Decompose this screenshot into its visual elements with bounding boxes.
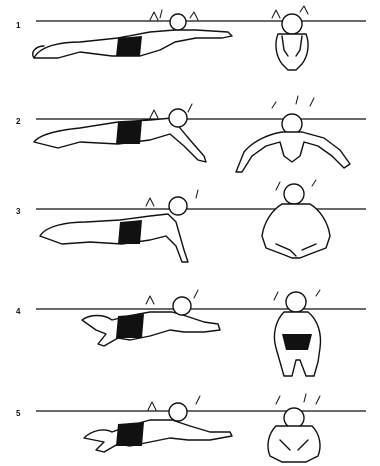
stage-5-number: 5: [16, 409, 21, 418]
stage-2-front-view: [236, 96, 350, 172]
stage-5-front-view: [268, 394, 320, 462]
stage-1-side-view: [33, 10, 232, 58]
stage-4: 4: [16, 290, 366, 376]
stage-4-number: 4: [16, 307, 21, 316]
stage-3-side-view: [40, 190, 198, 262]
stage-4-side-view: [82, 290, 220, 346]
stage-2-number: 2: [16, 117, 21, 126]
stage-3: 3: [16, 180, 366, 262]
stage-3-front-view: [262, 180, 330, 258]
stage-1-number: 1: [16, 21, 21, 30]
stage-5: 5: [16, 394, 366, 462]
stage-1-front-view: [272, 6, 308, 70]
stage-4-front-view: [274, 290, 321, 376]
stage-3-number: 3: [16, 207, 21, 216]
stage-2: 2: [16, 96, 366, 172]
stage-5-side-view: [84, 396, 232, 452]
stage-2-side-view: [34, 104, 206, 162]
stage-1: 1: [16, 6, 366, 70]
